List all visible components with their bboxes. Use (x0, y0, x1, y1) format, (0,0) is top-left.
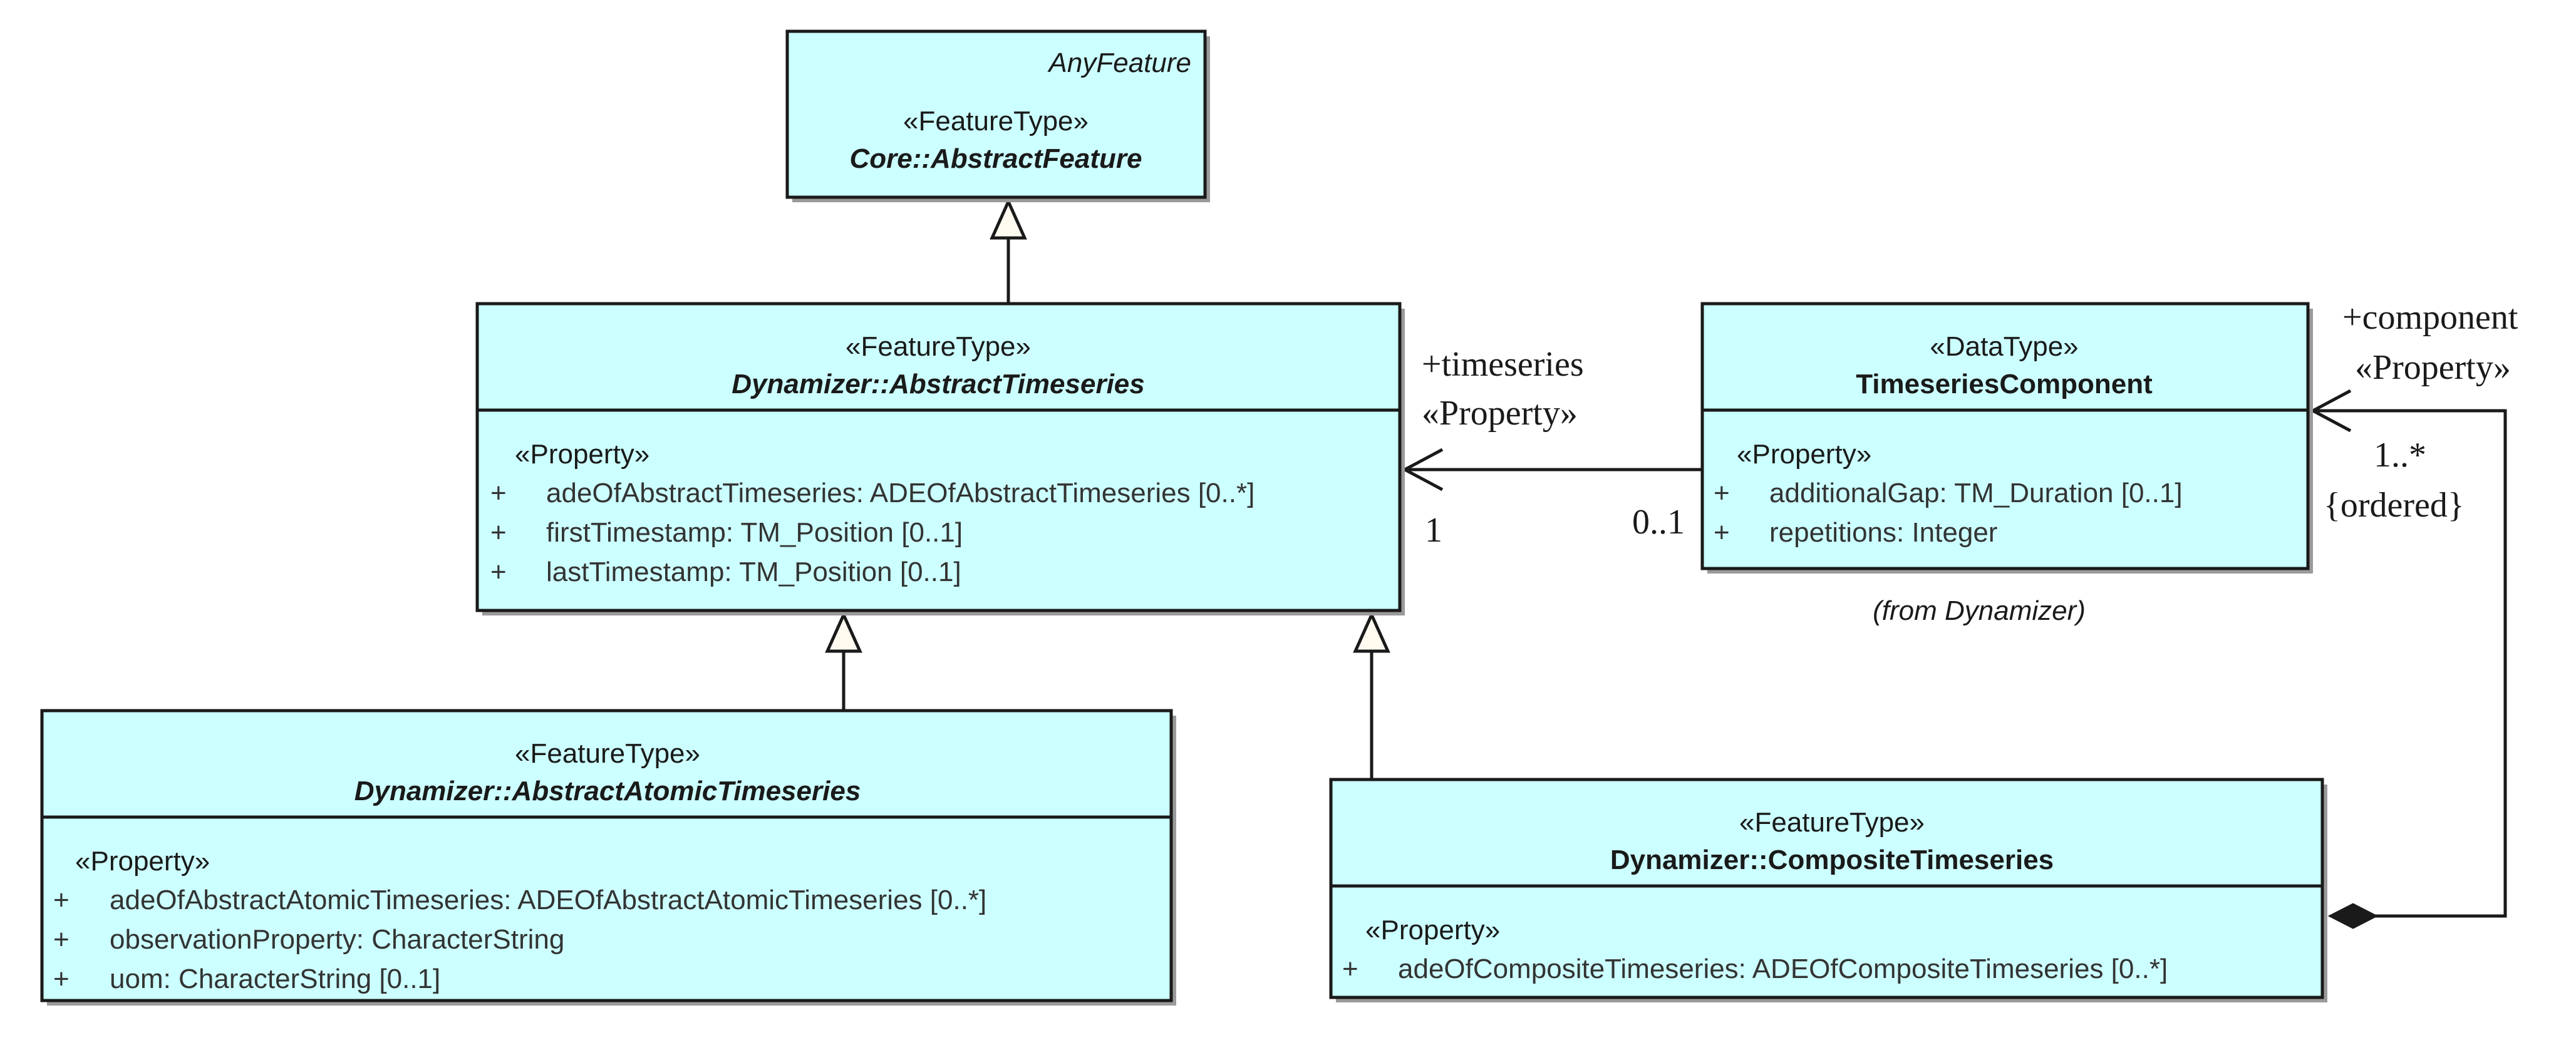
class-name: Dynamizer::AbstractTimeseries (732, 369, 1144, 399)
package-note: (from Dynamizer) (1873, 595, 2086, 626)
attribute-section-label: «Property» (515, 439, 649, 470)
class-composite-timeseries[interactable]: «FeatureType» Dynamizer::CompositeTimese… (1329, 778, 2327, 1002)
association-timeseries[interactable] (1401, 448, 1702, 492)
attribute-row: adeOfAbstractAtomicTimeseries: ADEOfAbst… (110, 885, 986, 915)
attribute-visibility: + (490, 478, 507, 508)
class-stereotype: «FeatureType» (1739, 807, 1925, 838)
class-name: Dynamizer::AbstractAtomicTimeseries (354, 776, 861, 806)
association-role-component: +component (2342, 298, 2518, 337)
class-tag-any-feature: AnyFeature (1047, 48, 1191, 78)
association-stereotype-component: «Property» (2355, 348, 2511, 387)
class-stereotype: «FeatureType» (903, 106, 1089, 136)
association-constraint-component: {ordered} (2324, 486, 2465, 525)
attribute-row: repetitions: Integer (1769, 517, 1997, 548)
attribute-visibility: + (490, 517, 507, 548)
class-abstract-timeseries[interactable]: «FeatureType» Dynamizer::AbstractTimeser… (475, 302, 1405, 615)
association-multiplicity-target: 1 (1425, 511, 1442, 550)
attribute-row: firstTimestamp: TM_Position [0..1] (546, 517, 963, 548)
class-stereotype: «DataType» (1930, 331, 2078, 362)
attribute-section-label: «Property» (75, 846, 210, 877)
attribute-row: adeOfAbstractTimeseries: ADEOfAbstractTi… (546, 478, 1254, 508)
class-name: Core::AbstractFeature (850, 143, 1142, 174)
class-abstract-atomic-timeseries[interactable]: «FeatureType» Dynamizer::AbstractAtomicT… (40, 709, 1176, 1006)
generalization-abstract-timeseries-to-abstract-feature[interactable] (990, 197, 1027, 304)
attribute-visibility: + (53, 924, 70, 955)
association-multiplicity-component: 1..* (2374, 436, 2426, 475)
class-name: TimeseriesComponent (1856, 369, 2153, 399)
generalization-atomic-to-abstract-timeseries[interactable] (825, 610, 862, 711)
attribute-row: additionalGap: TM_Duration [0..1] (1769, 478, 2183, 508)
class-name: Dynamizer::CompositeTimeseries (1610, 845, 2054, 875)
attribute-visibility: + (1714, 517, 1730, 548)
class-stereotype: «FeatureType» (846, 331, 1031, 362)
attribute-row: observationProperty: CharacterString (110, 924, 564, 955)
attribute-row: lastTimestamp: TM_Position [0..1] (546, 557, 961, 587)
composition-diamond-icon (2327, 903, 2379, 929)
class-abstract-feature[interactable]: AnyFeature «FeatureType» Core::AbstractF… (785, 29, 1210, 202)
class-timeseries-component[interactable]: «DataType» TimeseriesComponent «Property… (1700, 302, 2313, 574)
attribute-visibility: + (53, 964, 70, 994)
association-stereotype-timeseries: «Property» (1422, 394, 1578, 433)
attribute-visibility: + (1714, 478, 1730, 508)
class-stereotype: «FeatureType» (515, 738, 700, 769)
association-role-timeseries: +timeseries (1422, 345, 1584, 384)
generalization-composite-to-abstract-timeseries[interactable] (1353, 610, 1390, 780)
association-multiplicity-source: 0..1 (1632, 503, 1685, 542)
attribute-section-label: «Property» (1737, 439, 1871, 470)
attribute-section-label: «Property» (1365, 915, 1500, 945)
attribute-visibility: + (490, 557, 507, 587)
attribute-row: uom: CharacterString [0..1] (110, 964, 440, 994)
attribute-visibility: + (1342, 954, 1358, 984)
attribute-visibility: + (53, 885, 70, 915)
attribute-row: adeOfCompositeTimeseries: ADEOfComposite… (1398, 954, 2168, 984)
